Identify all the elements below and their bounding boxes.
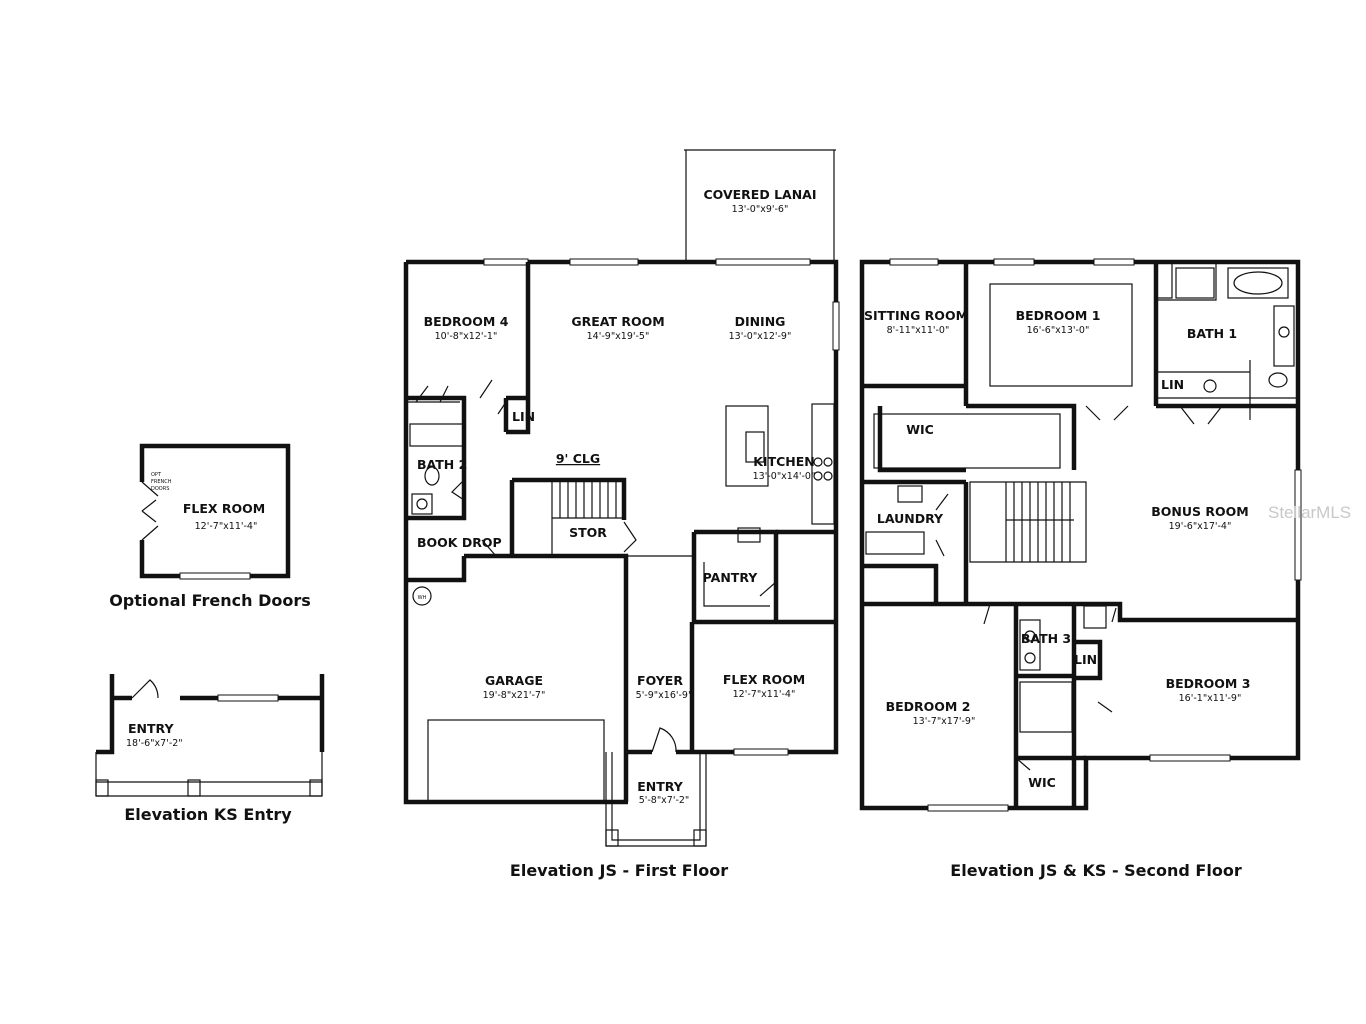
stairs-first-floor [551,480,624,556]
room-dims-garage: 19'-8"x21'-7" [483,690,546,701]
room-dims-entry: 5'-8"x7'-2" [639,795,690,806]
room-name-bedroom3: BEDROOM 3 [1166,676,1251,691]
bedroom1-tray-ceiling [989,283,1133,387]
room-name-bonus-room: BONUS ROOM [1151,504,1248,519]
room-dims-flex-room: 12'-7"x11'-4" [733,689,796,700]
ceiling-height-note: 9' CLG [556,451,600,466]
watermark: StellarMLS [1268,503,1351,522]
front-door-swing [651,727,677,753]
room-name-laundry: LAUNDRY [877,511,944,526]
room-dims-great-room: 14'-9"x19'-5" [587,331,650,342]
room-dims-bedroom2: 13'-7"x17'-9" [913,716,976,727]
room-dims-ks-entry: 18'-6"x7'-2" [126,738,183,749]
bath2-shower [409,423,465,447]
bath3-tub [1019,681,1073,733]
bath2-sink [411,493,433,515]
room-name-ks-entry: ENTRY [128,721,174,736]
first-floor-plan: COVERED LANAI 13'-0"x9'-6" BEDROOM 4 10'… [403,149,840,880]
room-dims-bedroom1: 16'-6"x13'-0" [1027,325,1090,336]
room-dims-bedroom4: 10'-8"x12'-1" [435,331,498,342]
room-name-covered-lanai: COVERED LANAI [704,187,817,202]
room-dims-sitting-room: 8'-11"x11'-0" [887,325,950,336]
room-name-wic-upper: WIC [906,422,934,437]
room-name-sitting-room: SITTING ROOM [864,308,968,323]
door-swings-upper [1085,405,1223,425]
room-name-pantry: PANTRY [703,570,759,585]
room-name-bedroom2: BEDROOM 2 [886,699,971,714]
water-heater-icon [412,586,432,606]
room-name-flex-room: FLEX ROOM [723,672,805,687]
caption-optional-french-doors: Optional French Doors [109,591,311,610]
room-name-book-drop: BOOK DROP [417,535,502,550]
room-name-bath2: BATH 2 [417,457,467,472]
bedroom4-door-swings [415,379,507,415]
room-dims-foyer: 5'-9"x16'-9" [636,690,693,701]
room-name-lin-lower: LIN [1074,652,1097,667]
garage-door [427,719,605,803]
room-dims-bonus-room: 19'-6"x17'-4" [1169,521,1232,532]
ks-entry-plan: ENTRY 18'-6"x7'-2" Elevation KS Entry [95,674,325,824]
bath1-toilet [1268,372,1288,388]
room-dims-opt-flex: 12'-7"x11'-4" [195,521,258,532]
caption-ks-entry: Elevation KS Entry [124,805,292,824]
room-dims-dining: 13'-0"x12'-9" [729,331,792,342]
room-name-entry: ENTRY [637,779,683,794]
entry-door-swing [131,679,159,699]
room-name-garage: GARAGE [485,673,543,688]
room-dims-bedroom3: 16'-1"x11'-9" [1179,693,1242,704]
kitchen-island [725,405,769,487]
room-name-bath3: BATH 3 [1021,631,1071,646]
room-name-lin-upper: LIN [1161,377,1184,392]
french-doors-symbol [141,481,159,541]
door-swings-lower [983,603,1117,771]
optional-french-doors-plan: OPT FRENCH DOORS FLEX ROOM 12'-7"x11'-4"… [109,443,311,610]
room-dims-kitchen: 13'-0"x14'-0" [753,471,816,482]
bath2-toilet [424,466,440,486]
room-name-dining: DINING [735,314,786,329]
porch-outline [95,752,323,797]
wic-shelving [873,413,1061,469]
opt-note-3: DOORS [151,486,169,492]
room-dims-covered-lanai: 13'-0"x9'-6" [732,204,789,215]
room-name-bedroom1: BEDROOM 1 [1016,308,1101,323]
room-name-foyer: FOYER [637,673,683,688]
second-floor-plan: SITTING ROOM 8'-11"x11'-0" BEDROOM 1 16'… [859,258,1302,880]
caption-second-floor: Elevation JS & KS - Second Floor [950,861,1242,880]
room-name-opt-flex: FLEX ROOM [183,501,265,516]
opt-note-1: OPT [151,472,162,478]
water-heater-label: WH [418,595,427,601]
washer-dryer [865,531,925,555]
opt-note-2: FRENCH [151,479,172,485]
stairs-second-floor [969,481,1087,563]
room-name-great-room: GREAT ROOM [571,314,664,329]
room-name-kitchen: KITCHEN [753,454,815,469]
room-name-bedroom4: BEDROOM 4 [424,314,509,329]
bath1-tub [1227,267,1289,299]
kitchen-counter [811,403,835,525]
bath1-shower [1175,267,1215,299]
entry-porch [605,752,707,847]
lanai-outline [684,149,836,262]
caption-first-floor: Elevation JS - First Floor [510,861,728,880]
room-name-lin: LIN [512,409,535,424]
room-name-bath1: BATH 1 [1187,326,1237,341]
room-name-wic-lower: WIC [1028,775,1056,790]
room-name-stor: STOR [569,525,607,540]
